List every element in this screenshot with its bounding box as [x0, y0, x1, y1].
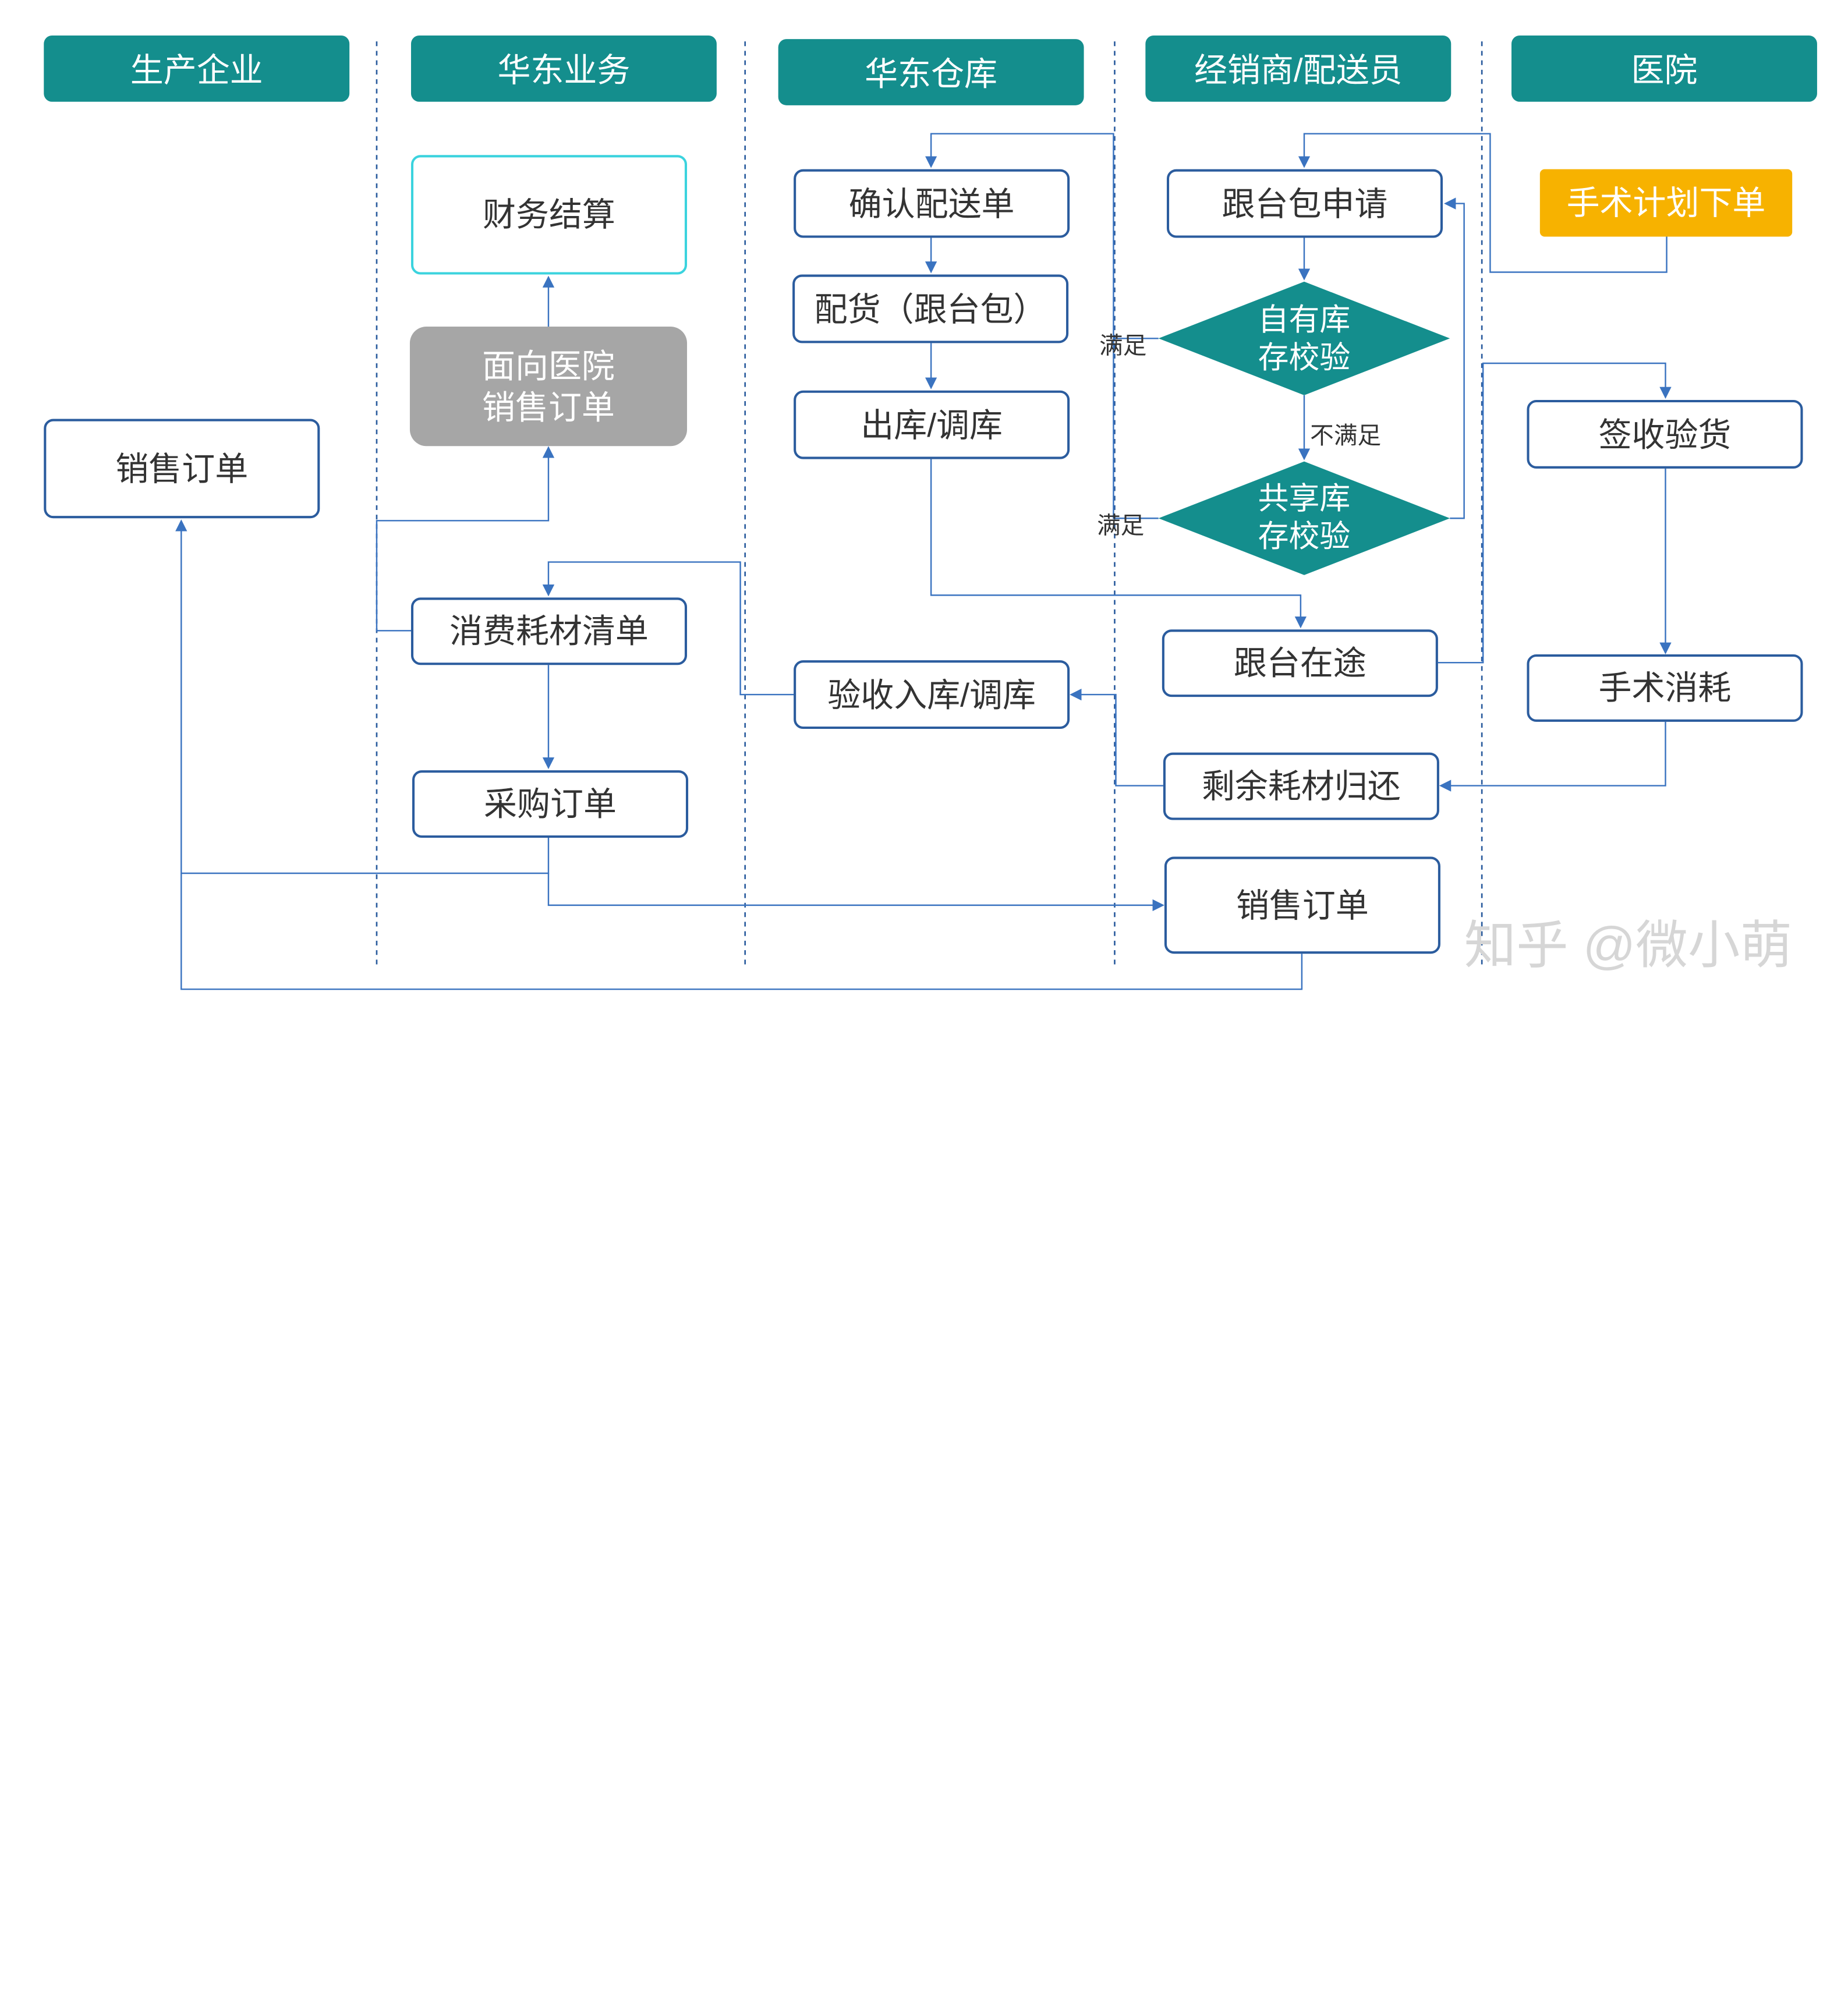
lane-header-east-business: 华东业务	[410, 35, 717, 102]
edge-purchase-to-distributor-order	[547, 873, 1164, 912]
return-remaining-box: 剩余耗材归还	[1163, 752, 1439, 820]
own-stock-check-line1: 自有库	[1258, 302, 1351, 338]
inbound-transfer-box: 验收入库/调库	[794, 660, 1070, 729]
edge-consumption-to-hospital-order	[376, 446, 555, 632]
own-stock-check-line2: 存校验	[1258, 339, 1351, 375]
package-request-box: 跟台包申请	[1166, 169, 1443, 238]
outbound-transfer-box: 出库/调库	[794, 390, 1070, 459]
surgery-consumption-box: 手术消耗	[1527, 654, 1803, 722]
edge-shared-satisfied	[1113, 338, 1159, 519]
hospital-sales-order-line2: 销售订单	[482, 388, 615, 426]
edge-satisfied-to-confirm	[925, 133, 1159, 339]
watermark-text: 知乎 @微小萌	[1464, 917, 1792, 975]
consumption-list-box: 消费耗材清单	[410, 597, 688, 665]
confirm-delivery-box: 确认配送单	[794, 169, 1070, 238]
finance-settlement-box: 财务结算	[410, 155, 688, 275]
edge-outbound-to-transit	[930, 459, 1307, 629]
hospital-sales-order-box: 面向医院 销售订单	[409, 326, 688, 447]
edge-label-not-satisfied: 不满足	[1310, 423, 1382, 450]
lane-header-hospital: 医院	[1511, 35, 1817, 102]
edge-inbound-to-consumption	[542, 561, 794, 696]
surgery-plan-order-box: 手术计划下单	[1539, 169, 1793, 237]
edge-label-satisfied-shared: 满足	[1096, 513, 1145, 540]
edge-consume-to-return	[1439, 721, 1666, 792]
edge-transit-to-receive	[1438, 362, 1672, 664]
distributor-sales-order-box: 销售订单	[1164, 856, 1440, 954]
own-stock-check-diamond	[1158, 281, 1450, 395]
shared-stock-check-label: 共享库 存校验	[1186, 480, 1423, 555]
lane-header-producer: 生产企业	[44, 35, 350, 102]
producer-sales-order-box: 销售订单	[44, 419, 320, 519]
lane-header-distributor: 经销商/配送员	[1145, 35, 1452, 102]
shared-stock-check-line2: 存校验	[1258, 518, 1351, 554]
edge-plan-to-request	[1298, 133, 1668, 273]
own-stock-check-label: 自有库 存校验	[1186, 302, 1423, 377]
shared-stock-check-diamond	[1158, 461, 1450, 575]
edge-distributor-order-to-producer	[180, 873, 1303, 990]
lane-header-east-warehouse: 华东仓库	[778, 39, 1084, 105]
edge-shared-to-request	[1444, 197, 1465, 519]
shared-stock-check-line1: 共享库	[1258, 480, 1351, 516]
flowchart-connectors	[175, 41, 1672, 990]
edge-return-to-inbound	[1070, 688, 1163, 787]
edge-label-satisfied-own: 满足	[1099, 334, 1147, 360]
edge-purchase-to-producer-order	[175, 519, 550, 874]
picking-box: 配货（跟台包）	[792, 274, 1069, 343]
in-transit-box: 跟台在途	[1162, 629, 1438, 697]
purchase-order-box: 采购订单	[412, 770, 689, 838]
hospital-sales-order-line1: 面向医院	[482, 347, 615, 384]
receive-inspect-box: 签收验货	[1527, 399, 1803, 469]
